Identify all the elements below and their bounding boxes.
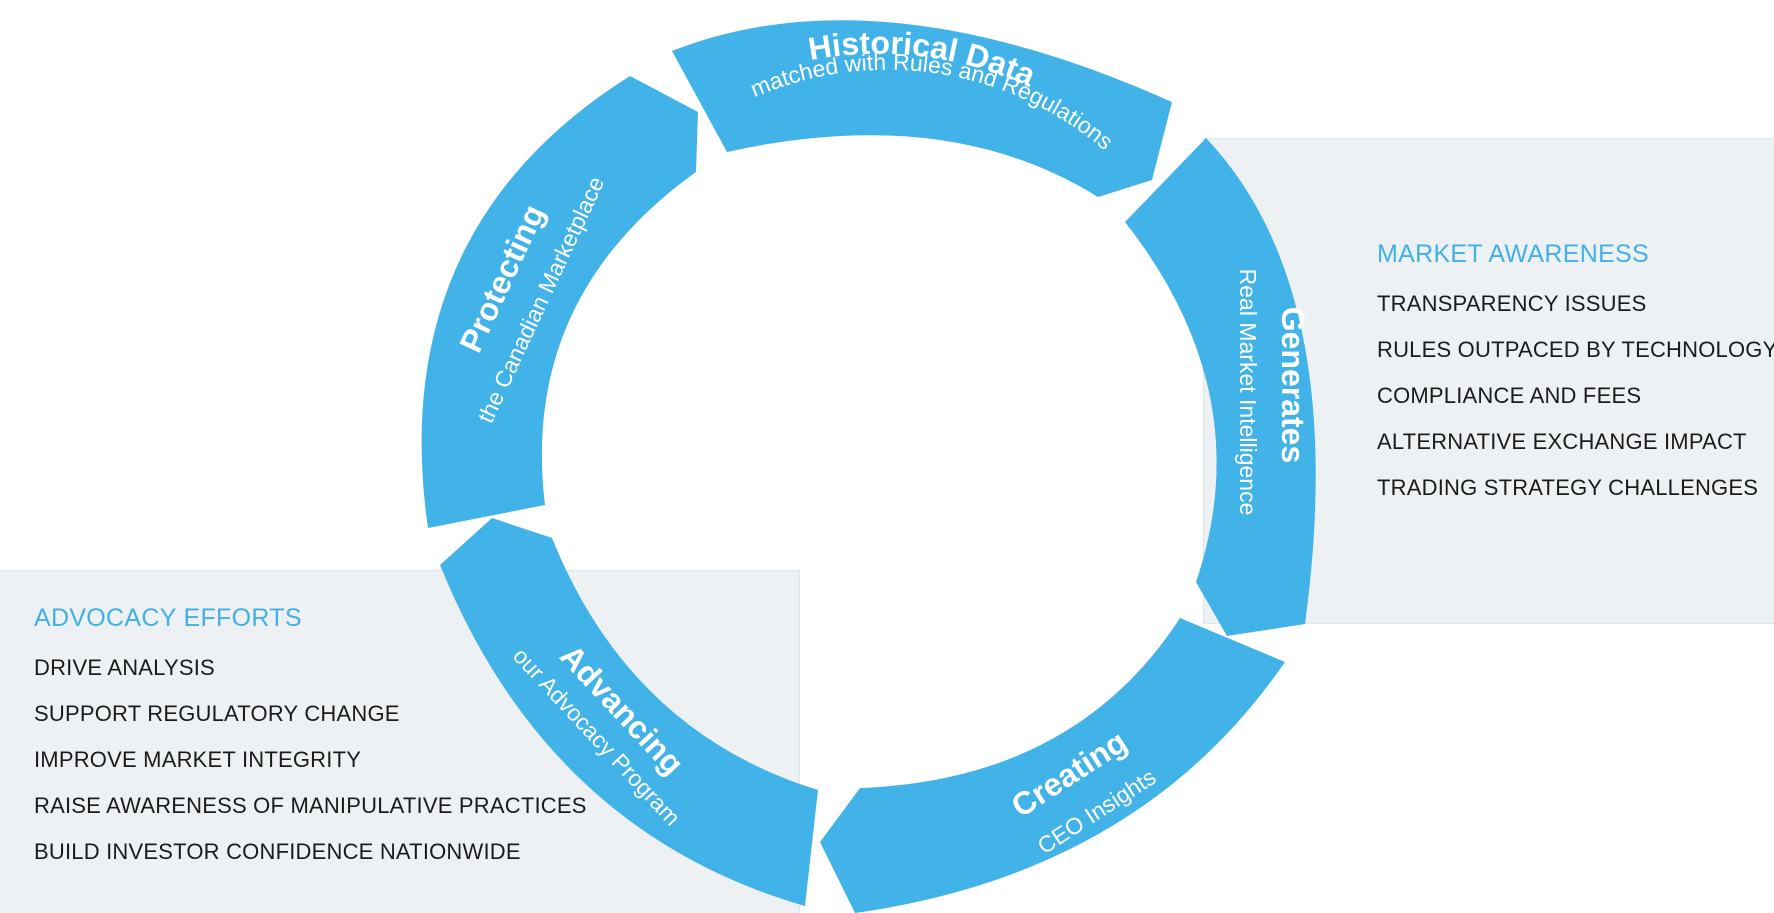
segment-title: Generates (1275, 307, 1311, 464)
list-item: IMPROVE MARKET INTEGRITY (34, 747, 362, 772)
list-item: ALTERNATIVE EXCHANGE IMPACT (1377, 429, 1747, 454)
market-awareness-list: TRANSPARENCY ISSUES RULES OUTPACED BY TE… (1377, 281, 1774, 511)
cycle-segment-creating: Creating CEO Insights (820, 618, 1285, 913)
segment-shape (672, 20, 1172, 197)
list-item: SUPPORT REGULATORY CHANGE (34, 701, 400, 726)
advocacy-efforts-title: ADVOCACY EFFORTS (34, 604, 302, 632)
market-awareness-title: MARKET AWARENESS (1377, 240, 1649, 268)
cycle-segment-historical: Historical Data matched with Rules and R… (672, 20, 1172, 197)
segment-shape (820, 618, 1285, 913)
list-item: COMPLIANCE AND FEES (1377, 383, 1642, 408)
advocacy-efforts-list: DRIVE ANALYSIS SUPPORT REGULATORY CHANGE… (34, 645, 587, 875)
segment-shape (1125, 138, 1316, 636)
cycle-segment-generates: Generates Real Market Intelligence (1125, 138, 1316, 636)
list-item: RAISE AWARENESS OF MANIPULATIVE PRACTICE… (34, 793, 587, 818)
list-item: DRIVE ANALYSIS (34, 655, 215, 680)
list-item: TRADING STRATEGY CHALLENGES (1377, 475, 1759, 500)
list-item: TRANSPARENCY ISSUES (1377, 291, 1647, 316)
segment-subtitle: Real Market Intelligence (1235, 269, 1261, 516)
segment-shape (421, 76, 698, 528)
list-item: BUILD INVESTOR CONFIDENCE NATIONWIDE (34, 839, 521, 864)
list-item: RULES OUTPACED BY TECHNOLOGY (1377, 337, 1774, 362)
segment-shape (440, 518, 818, 906)
cycle-segment-protecting: Protecting the Canadian Marketplace (421, 76, 698, 528)
cycle-segment-advancing: Advancing our Advocacy Program (440, 518, 818, 906)
